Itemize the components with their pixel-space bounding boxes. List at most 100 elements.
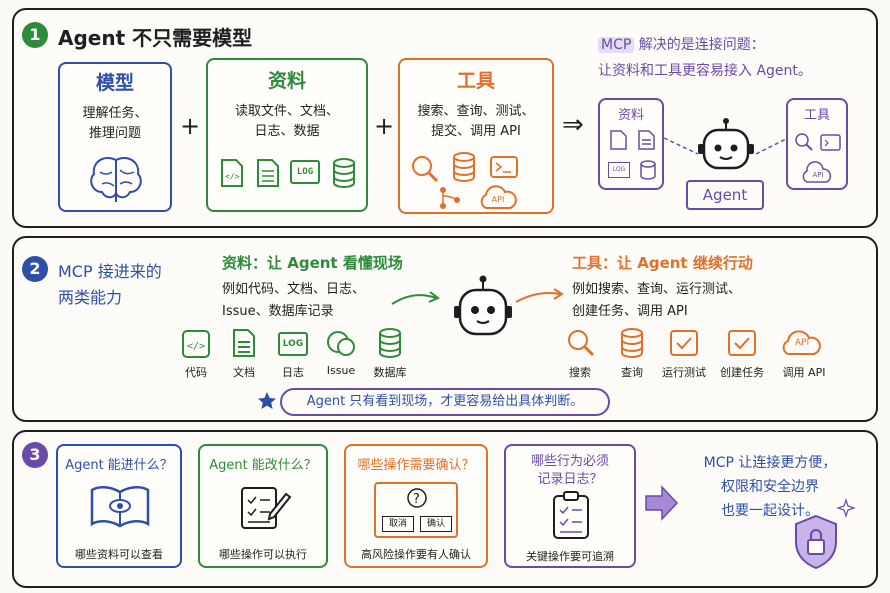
book-eye-icon bbox=[90, 486, 150, 528]
search-icon bbox=[412, 156, 439, 183]
plus-sign-2: + bbox=[374, 112, 395, 140]
data-title: 资料 bbox=[267, 70, 306, 92]
mcp-statement-line-2: 让资料和工具更容易接入 Agent。 bbox=[598, 63, 812, 79]
left-icon-label-log: 日志 bbox=[282, 366, 304, 379]
left-icon-label-issue: Issue bbox=[326, 364, 356, 377]
database-icon bbox=[379, 328, 401, 358]
left-icon-label-db: 数据库 bbox=[373, 366, 407, 379]
test-check-icon bbox=[670, 330, 698, 356]
shield-lock-icon bbox=[795, 514, 837, 570]
model-card: 模型 理解任务、 推理问题 bbox=[58, 62, 172, 212]
section-2-number: 2 bbox=[22, 256, 48, 282]
api-cloud-icon bbox=[802, 161, 832, 183]
search-icon bbox=[795, 133, 813, 151]
mini-data-title: 资料 bbox=[617, 108, 644, 123]
right-icon-label-task: 创建任务 bbox=[720, 366, 764, 379]
tool-capability-title: 工具：让 Agent 继续行动 bbox=[572, 254, 753, 272]
q3-title: 哪些操作需要确认？ bbox=[357, 458, 475, 473]
api-cloud-icon bbox=[480, 185, 517, 209]
star-icon bbox=[258, 392, 276, 409]
cancel-button[interactable]: 取消 bbox=[382, 516, 414, 532]
plus-sign-1: + bbox=[180, 112, 201, 140]
question-card-access: Agent 能进什么？ 哪些资料可以查看 bbox=[56, 444, 182, 568]
arrow-into-robot bbox=[391, 291, 440, 305]
tool-capability-line-2: 创建任务、调用 API bbox=[572, 304, 688, 319]
implies-arrow: ⇒ bbox=[562, 110, 584, 140]
create-task-icon bbox=[728, 330, 756, 356]
data-capability-line-2: Issue、数据库记录 bbox=[222, 304, 334, 319]
clipboard-checklist-icon bbox=[553, 491, 589, 539]
mcp-highlight: MCP bbox=[598, 37, 635, 53]
model-line-2: 推理问题 bbox=[88, 126, 141, 141]
code-icon: </> bbox=[182, 330, 210, 358]
mini-data-box: 资料 LOG bbox=[598, 98, 664, 190]
right-icon-label-search: 搜索 bbox=[569, 366, 591, 379]
final-line-2: 权限和安全边界 bbox=[721, 479, 819, 495]
log-icon: LOG bbox=[608, 162, 630, 178]
mini-tools-box: 工具 API bbox=[786, 98, 848, 190]
section-2-title-2: 两类能力 bbox=[58, 288, 123, 307]
question-card-logging: 哪些行为必须 记录日志？ 关键操作要可追溯 bbox=[504, 444, 636, 568]
model-line-1: 理解任务、 bbox=[82, 106, 148, 121]
q2-caption: 哪些操作可以执行 bbox=[219, 548, 307, 561]
terminal-icon bbox=[490, 156, 518, 178]
q4-title-2: 记录日志？ bbox=[537, 472, 603, 487]
search-icon bbox=[568, 330, 595, 357]
section-2-title-1: MCP 接进来的 bbox=[58, 262, 162, 281]
agent-label-box: Agent bbox=[686, 180, 764, 210]
database-icon bbox=[333, 158, 355, 188]
svg-text:?: ? bbox=[413, 492, 420, 507]
database-icon bbox=[621, 328, 643, 358]
section-2-note: Agent 只有看到现场，才更容易给出具体判断。 bbox=[280, 388, 610, 416]
question-card-modify: Agent 能改什么？ 哪些操作可以执行 bbox=[198, 444, 328, 568]
section-1-title: Agent 不只需要模型 bbox=[58, 26, 253, 50]
confirm-dialog-icon: ? 取消 确认 bbox=[374, 482, 458, 538]
api-label: API bbox=[794, 338, 810, 348]
edit-checklist-icon bbox=[241, 487, 292, 529]
q4-title-1: 哪些行为必须 bbox=[530, 454, 609, 469]
right-icon-label-api: 调用 API bbox=[782, 366, 826, 379]
issue-chat-icon bbox=[327, 331, 355, 356]
document-icon bbox=[233, 329, 255, 357]
robot-icon bbox=[454, 275, 512, 336]
svg-text:</>: </> bbox=[187, 341, 205, 352]
final-line-3: 也要一起设计。 bbox=[721, 503, 819, 519]
q1-title: Agent 能进什么？ bbox=[65, 458, 173, 473]
log-icon: LOG bbox=[290, 160, 320, 184]
model-title: 模型 bbox=[95, 72, 134, 94]
api-label: API bbox=[491, 195, 505, 204]
tool-capability-line-1: 例如搜索、查询、运行测试、 bbox=[572, 282, 742, 297]
confirm-button[interactable]: 确认 bbox=[420, 516, 452, 532]
q1-caption: 哪些资料可以查看 bbox=[75, 548, 163, 561]
brain-icon bbox=[90, 156, 142, 202]
tools-line-1: 搜索、查询、测试、 bbox=[417, 104, 535, 119]
code-file-icon: </> bbox=[221, 159, 243, 187]
api-cloud-icon bbox=[782, 330, 821, 355]
section-3-number: 3 bbox=[22, 442, 48, 468]
connector-lines bbox=[663, 137, 789, 155]
terminal-icon bbox=[820, 134, 841, 151]
log-icon: LOG bbox=[278, 332, 308, 356]
question-card-confirm: 哪些操作需要确认？ ? 取消 确认 高风险操作要有人确认 bbox=[344, 444, 488, 568]
right-icon-label-test: 运行测试 bbox=[662, 366, 706, 379]
q2-title: Agent 能改什么？ bbox=[209, 458, 317, 473]
data-capability-line-1: 例如代码、文档、日志、 bbox=[222, 282, 366, 297]
code-file-icon bbox=[610, 130, 627, 150]
data-capability-title: 资料：让 Agent 看懂现场 bbox=[222, 254, 403, 272]
tools-title: 工具 bbox=[456, 70, 495, 92]
tools-card: 工具 搜索、查询、测试、 提交、调用 API API bbox=[398, 58, 554, 214]
arrow-out-of-robot bbox=[515, 288, 564, 303]
robot-icon bbox=[698, 118, 754, 170]
right-icon-label-query: 查询 bbox=[621, 366, 643, 379]
database-icon bbox=[453, 152, 475, 182]
section-2-panel bbox=[12, 236, 878, 422]
tools-line-2: 提交、调用 API bbox=[431, 124, 521, 139]
left-icon-label-code: 代码 bbox=[185, 366, 207, 379]
sparkle-icon bbox=[836, 498, 856, 518]
data-card: 资料 读取文件、文档、 日志、数据 </> LOG bbox=[206, 58, 368, 212]
document-icon bbox=[638, 130, 655, 150]
question-mark-icon: ? bbox=[407, 488, 427, 508]
data-line-1: 读取文件、文档、 bbox=[234, 104, 339, 119]
document-icon bbox=[257, 159, 279, 187]
data-line-2: 日志、数据 bbox=[254, 124, 320, 139]
